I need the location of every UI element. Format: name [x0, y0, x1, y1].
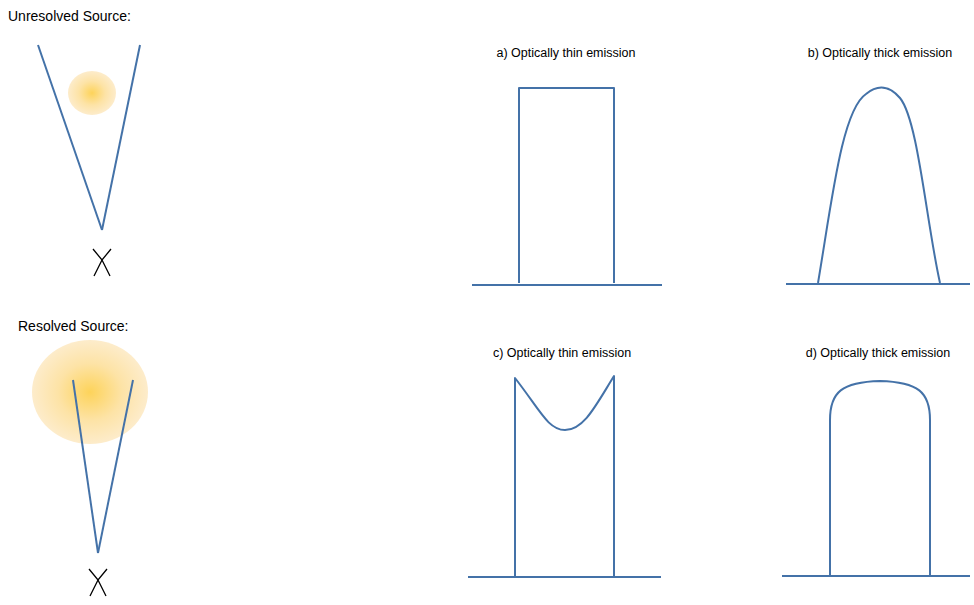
panel-label: a) Optically thin emission [497, 46, 636, 61]
line-profile [472, 88, 662, 285]
section-heading: Unresolved Source: [8, 8, 131, 25]
observer-symbol [89, 569, 107, 596]
panel-label: d) Optically thick emission [806, 346, 951, 361]
panel-label: b) Optically thick emission [808, 46, 953, 61]
line-profile [782, 381, 970, 576]
source-blob [68, 71, 116, 115]
panel-label: c) Optically thin emission [493, 346, 631, 361]
line-profile [468, 376, 661, 577]
observer-symbol [93, 249, 111, 276]
section-heading: Resolved Source: [18, 318, 129, 335]
line-profile [786, 88, 970, 284]
view-cone [73, 380, 133, 553]
view-cone [38, 45, 140, 230]
